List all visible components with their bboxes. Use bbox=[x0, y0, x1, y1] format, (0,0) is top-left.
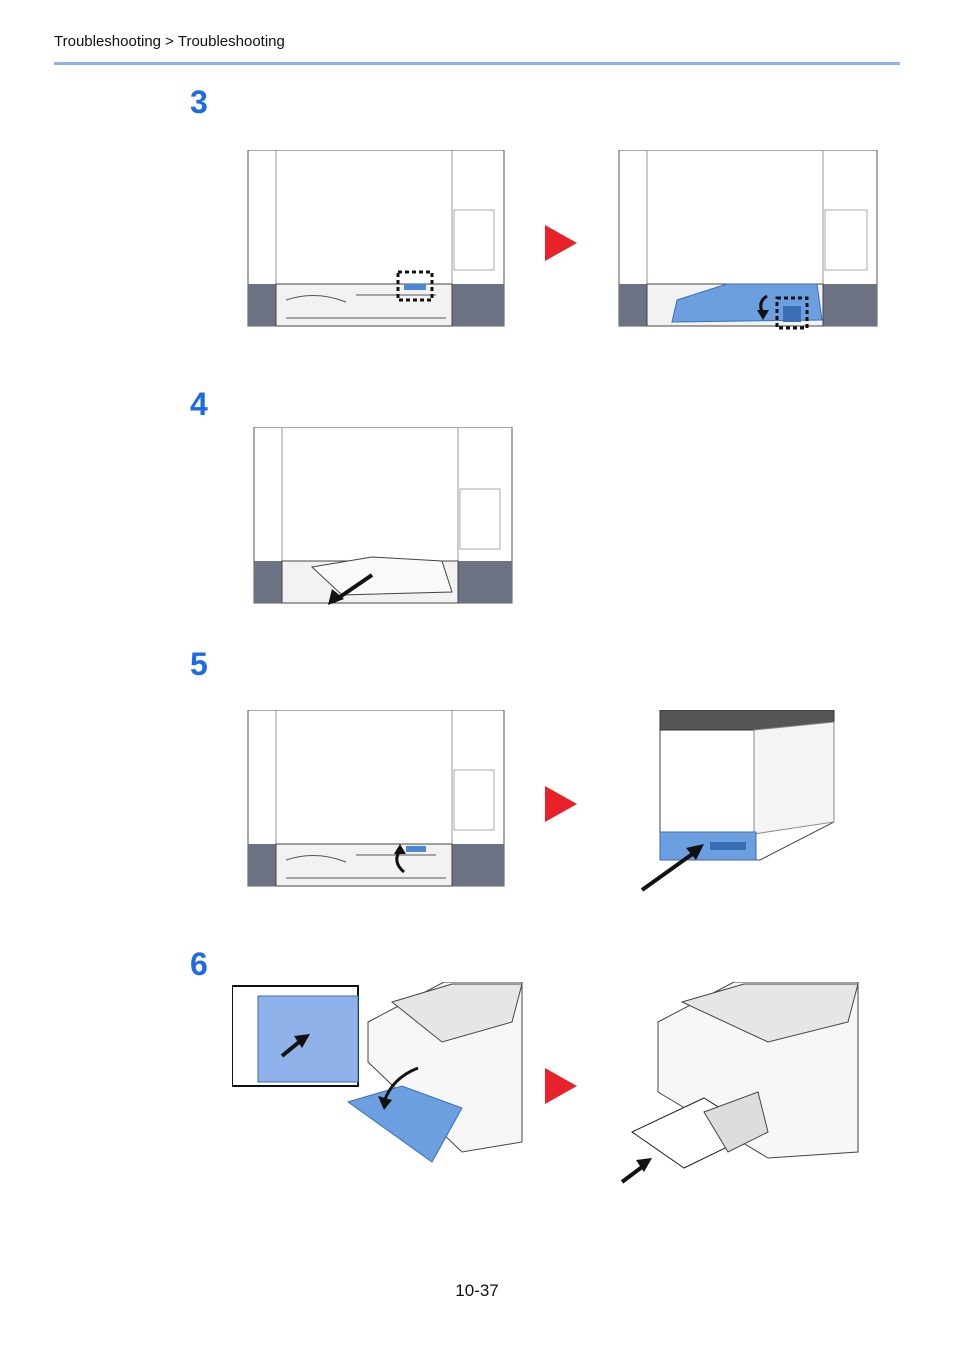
printer-cover-open-illustration bbox=[617, 150, 882, 332]
load-paper-multipurpose-tray-illustration bbox=[618, 982, 860, 1186]
insert-cassette-illustration bbox=[640, 710, 836, 892]
breadcrumb: Troubleshooting > Troubleshooting bbox=[54, 33, 285, 50]
open-multipurpose-tray-illustration bbox=[232, 982, 524, 1166]
next-arrow-icon bbox=[543, 784, 579, 824]
step-number-3: 3 bbox=[190, 84, 208, 121]
next-arrow-icon bbox=[543, 1066, 579, 1106]
step-number-4: 4 bbox=[190, 386, 208, 423]
remove-jammed-paper-illustration bbox=[252, 427, 516, 605]
step-number-5: 5 bbox=[190, 646, 208, 683]
step-number-6: 6 bbox=[190, 946, 208, 983]
page-number: 10-37 bbox=[0, 1281, 954, 1301]
close-cover-illustration bbox=[246, 710, 508, 890]
printer-bottom-lever-illustration bbox=[246, 150, 508, 330]
next-arrow-icon bbox=[543, 223, 579, 263]
header-divider bbox=[54, 62, 900, 65]
